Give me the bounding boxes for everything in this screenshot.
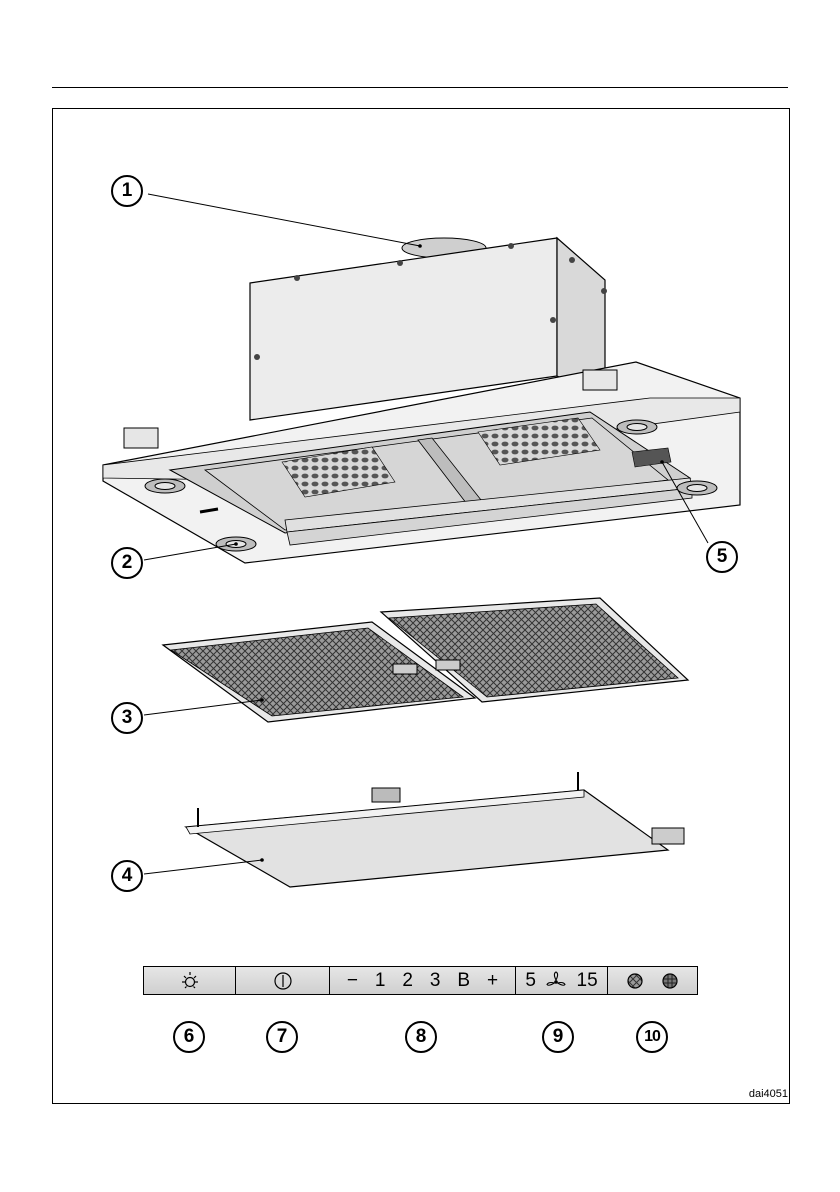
callout-6: 6 — [173, 1021, 205, 1053]
timer-15-button[interactable]: 15 — [577, 970, 598, 992]
charcoal-filter-icon[interactable] — [661, 972, 679, 990]
grease-filters — [163, 598, 688, 722]
callout-8: 8 — [405, 1021, 437, 1053]
speed-minus-button[interactable]: − — [347, 970, 358, 992]
power-icon — [272, 970, 294, 992]
speed-3-button[interactable]: 3 — [430, 970, 441, 992]
timer-5-button[interactable]: 5 — [525, 970, 536, 992]
filter-indicators — [608, 967, 697, 994]
callout-3: 3 — [111, 702, 143, 734]
speed-plus-button[interactable]: + — [487, 970, 498, 992]
callout-10: 10 — [636, 1021, 668, 1053]
speed-2-button[interactable]: 2 — [402, 970, 413, 992]
boost-button[interactable]: B — [457, 970, 470, 992]
callout-9: 9 — [542, 1021, 574, 1053]
callout-7: 7 — [266, 1021, 298, 1053]
fan-icon[interactable] — [545, 971, 567, 991]
callout-1: 1 — [111, 175, 143, 207]
hood-body — [103, 238, 740, 563]
callout-5: 5 — [706, 541, 738, 573]
cover-panel — [186, 772, 684, 887]
power-button[interactable] — [236, 967, 330, 994]
light-icon — [179, 970, 201, 992]
speed-1-button[interactable]: 1 — [375, 970, 386, 992]
image-code: dai4051 — [749, 1088, 788, 1100]
light-button[interactable] — [144, 967, 236, 994]
callout-4: 4 — [111, 860, 143, 892]
fan-speed-controls: − 1 2 3 B + — [330, 967, 516, 994]
callout-2: 2 — [111, 547, 143, 579]
fan-timer-controls: 5 15 — [516, 967, 608, 994]
control-panel: − 1 2 3 B + 5 15 — [143, 966, 698, 995]
grease-filter-icon[interactable] — [626, 972, 644, 990]
